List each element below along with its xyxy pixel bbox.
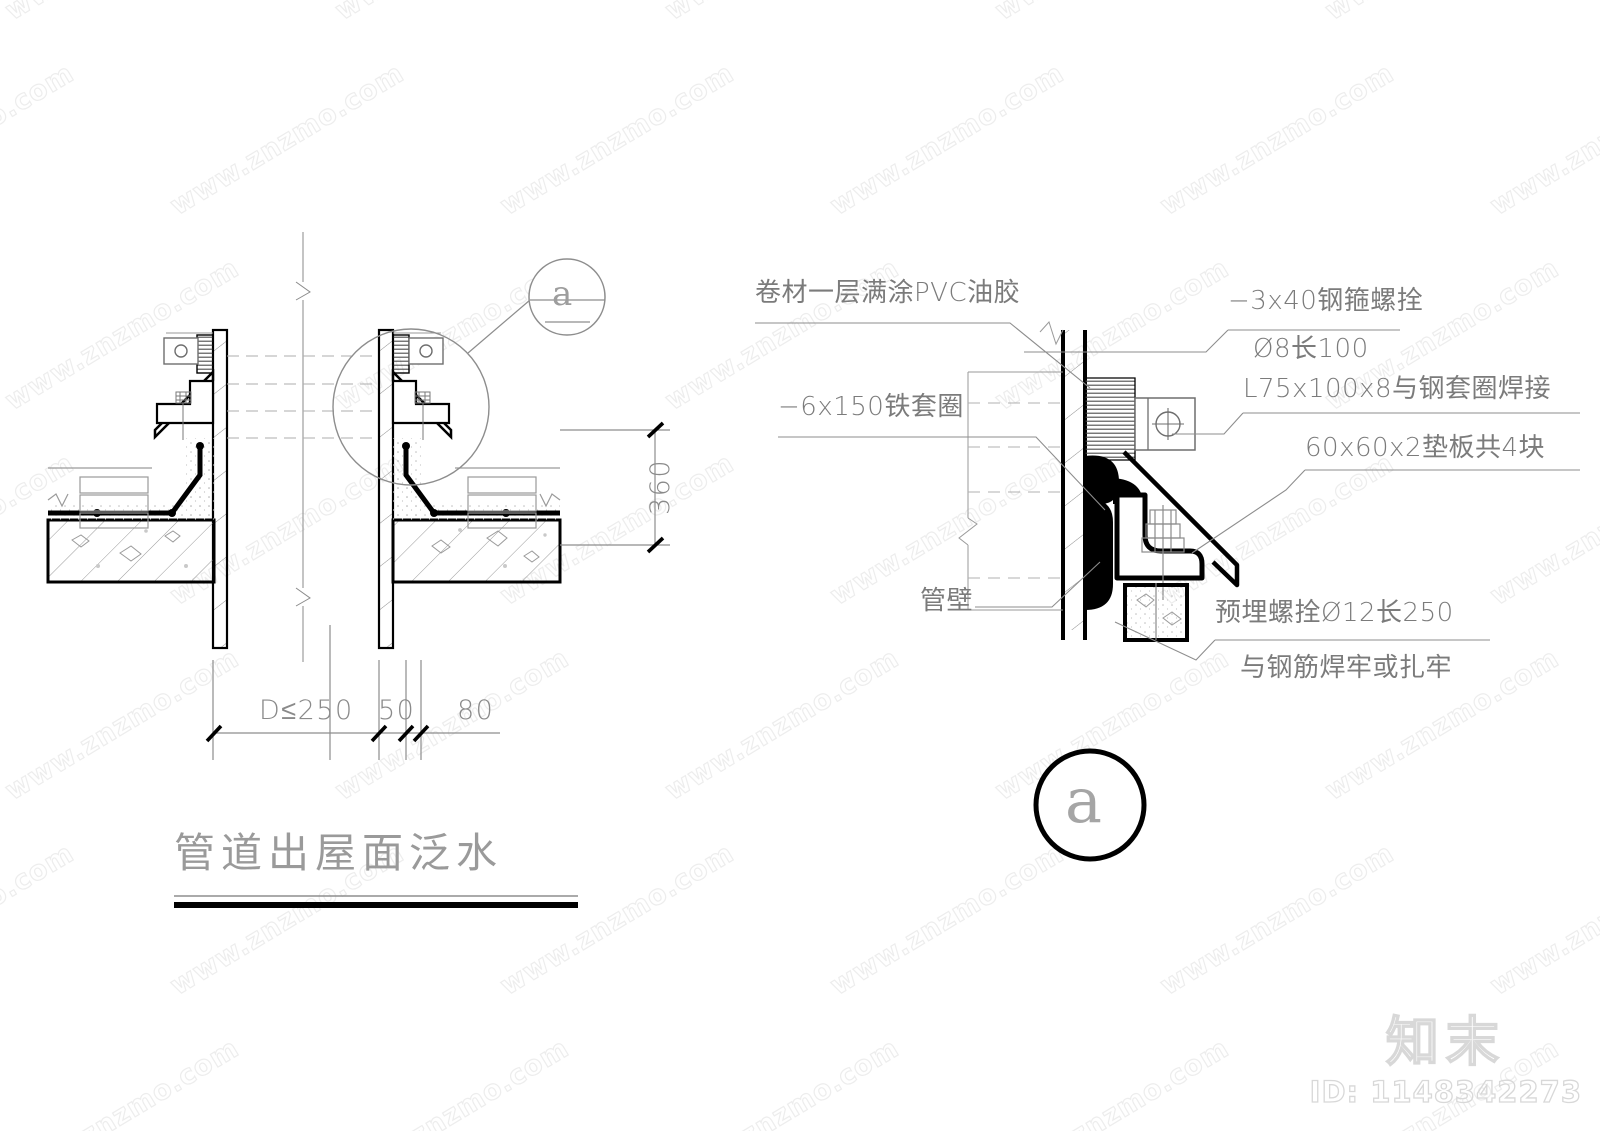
note-bolt-size: Ø8长100 bbox=[1253, 334, 1369, 364]
pipe-body bbox=[211, 328, 395, 650]
flashing-cap-left bbox=[153, 334, 215, 441]
note-angle-weld: L75x100x8与钢套圈焊接 bbox=[1243, 374, 1552, 404]
membrane-termination-dots bbox=[93, 442, 510, 517]
note-shim-plate: 60x60x2垫板共4块 bbox=[1305, 433, 1546, 463]
drawing-title: 管道出屋面泛水 bbox=[174, 829, 503, 877]
pipe-interior-guides bbox=[227, 355, 379, 439]
detail-callout-circle-left[interactable] bbox=[332, 299, 531, 486]
brand-id-label: ID: 1148342273 bbox=[1309, 1074, 1582, 1109]
note-iron-collar: −6x150铁套圈 bbox=[778, 392, 964, 422]
detail-left-reference bbox=[958, 321, 1064, 611]
dim-pipe-diameter: D≤250 bbox=[259, 695, 354, 726]
detail-iron-collar-profile bbox=[1114, 492, 1205, 581]
left-section-view bbox=[46, 232, 670, 908]
note-rebar-weld: 与钢筋焊牢或扎牢 bbox=[1240, 653, 1453, 683]
dimension-height-360 bbox=[560, 421, 670, 554]
detail-tag-letter-large: a bbox=[1065, 764, 1102, 837]
detail-leader-lines bbox=[755, 322, 1306, 661]
detail-tag-letter-small: a bbox=[552, 274, 573, 314]
detail-steel-sleeve-seal bbox=[1084, 377, 1136, 461]
detail-embedded-concrete-block bbox=[1123, 583, 1189, 642]
right-detail-view bbox=[755, 321, 1580, 862]
detail-dashed-guides bbox=[968, 402, 1063, 579]
dim-height-360: 360 bbox=[645, 458, 676, 515]
brand-block: 知末 ID: 1148342273 bbox=[1309, 1012, 1582, 1109]
roof-structural-slab bbox=[46, 518, 562, 584]
brand-logo: 知末 bbox=[1385, 1012, 1506, 1074]
pipe-centerline bbox=[295, 232, 311, 662]
dim-gap-right: 80 bbox=[457, 695, 495, 726]
title-underline bbox=[174, 895, 578, 908]
detail-tag-bubble-left[interactable] bbox=[528, 258, 606, 336]
roof-buildup-left bbox=[47, 467, 152, 529]
dim-gap-left: 50 bbox=[378, 695, 416, 726]
note-pipe-wall: 管壁 bbox=[920, 586, 974, 616]
detail-cap-sheet bbox=[1122, 450, 1240, 588]
roof-buildup-right bbox=[455, 467, 561, 529]
detail-hoop-bolt-plate bbox=[1134, 397, 1196, 451]
detail-note-underlines bbox=[1215, 329, 1580, 641]
detail-tag-bubble-large[interactable] bbox=[1033, 748, 1147, 862]
note-embedded-bolt: 预埋螺拴Ø12长250 bbox=[1215, 598, 1454, 628]
dimension-horizontal-group bbox=[205, 625, 500, 760]
note-pvc-coating: 卷材一层满涂PVC油胶 bbox=[755, 278, 1021, 308]
screed-layer bbox=[48, 438, 560, 522]
flashing-cap-right bbox=[391, 334, 453, 441]
waterproof-membrane bbox=[48, 443, 560, 516]
note-steel-hoop-bolt: −3x40钢箍螺拴 bbox=[1228, 286, 1424, 316]
